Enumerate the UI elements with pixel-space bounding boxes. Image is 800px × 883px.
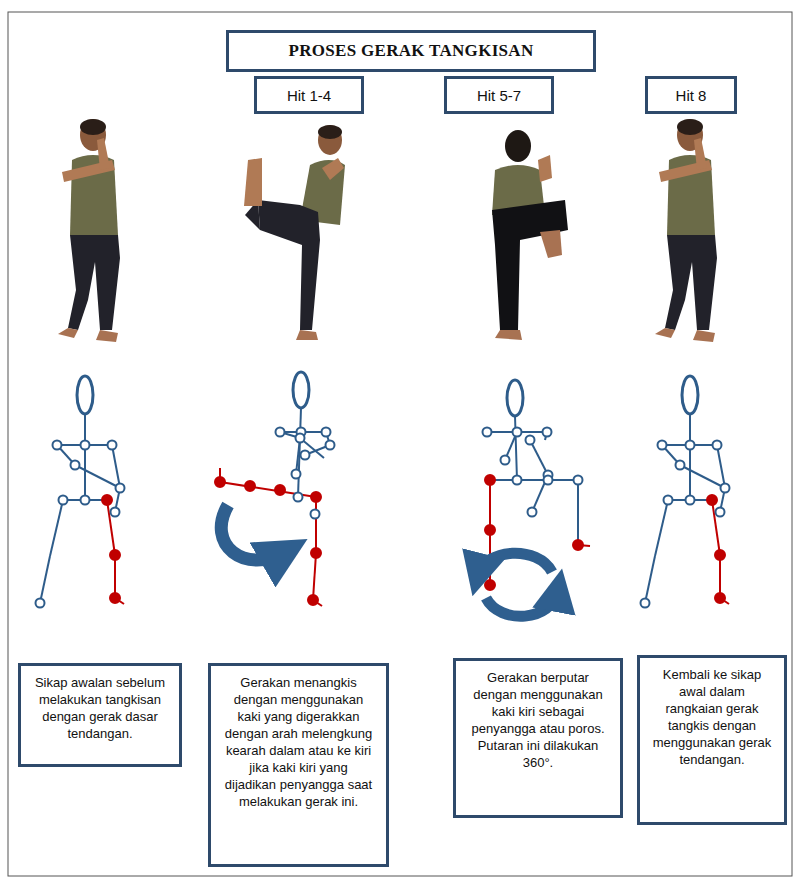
rotation-arrow [478,553,552,575]
description-text: Gerakan berputar dengan menggunakan kaki… [468,669,608,771]
stick-figure [641,376,730,608]
photo-figure [244,125,345,340]
stick-figure [215,372,335,606]
step-text: Hit 8 [676,87,707,104]
photo-figure [58,119,120,342]
step-text: Hit 5-7 [477,87,521,104]
description-box: Kembali ke sikap awal dalam rangkaian ge… [637,655,787,825]
title-text: PROSES GERAK TANGKISAN [289,41,534,61]
step-text: Hit 1-4 [287,87,331,104]
rotation-arrow [221,505,285,560]
stick-figure [36,376,125,608]
description-text: Gerakan menangkis dengan menggunakan kak… [223,674,374,810]
description-text: Sikap awalan sebelum melakukan tangkisan… [33,674,167,742]
step-label: Hit 5-7 [444,76,554,114]
step-label: Hit 8 [645,76,737,114]
step-label: Hit 1-4 [254,76,364,114]
description-box: Gerakan menangkis dengan menggunakan kak… [208,663,389,867]
photo-figure [492,130,568,340]
description-text: Kembali ke sikap awal dalam rangkaian ge… [652,666,772,768]
description-box: Gerakan berputar dengan menggunakan kaki… [453,658,623,818]
outer-frame [8,12,792,876]
rotation-arrow [486,590,558,616]
photo-figure [655,119,717,342]
description-box: Sikap awalan sebelum melakukan tangkisan… [18,663,182,767]
title-box: PROSES GERAK TANGKISAN [226,30,596,72]
